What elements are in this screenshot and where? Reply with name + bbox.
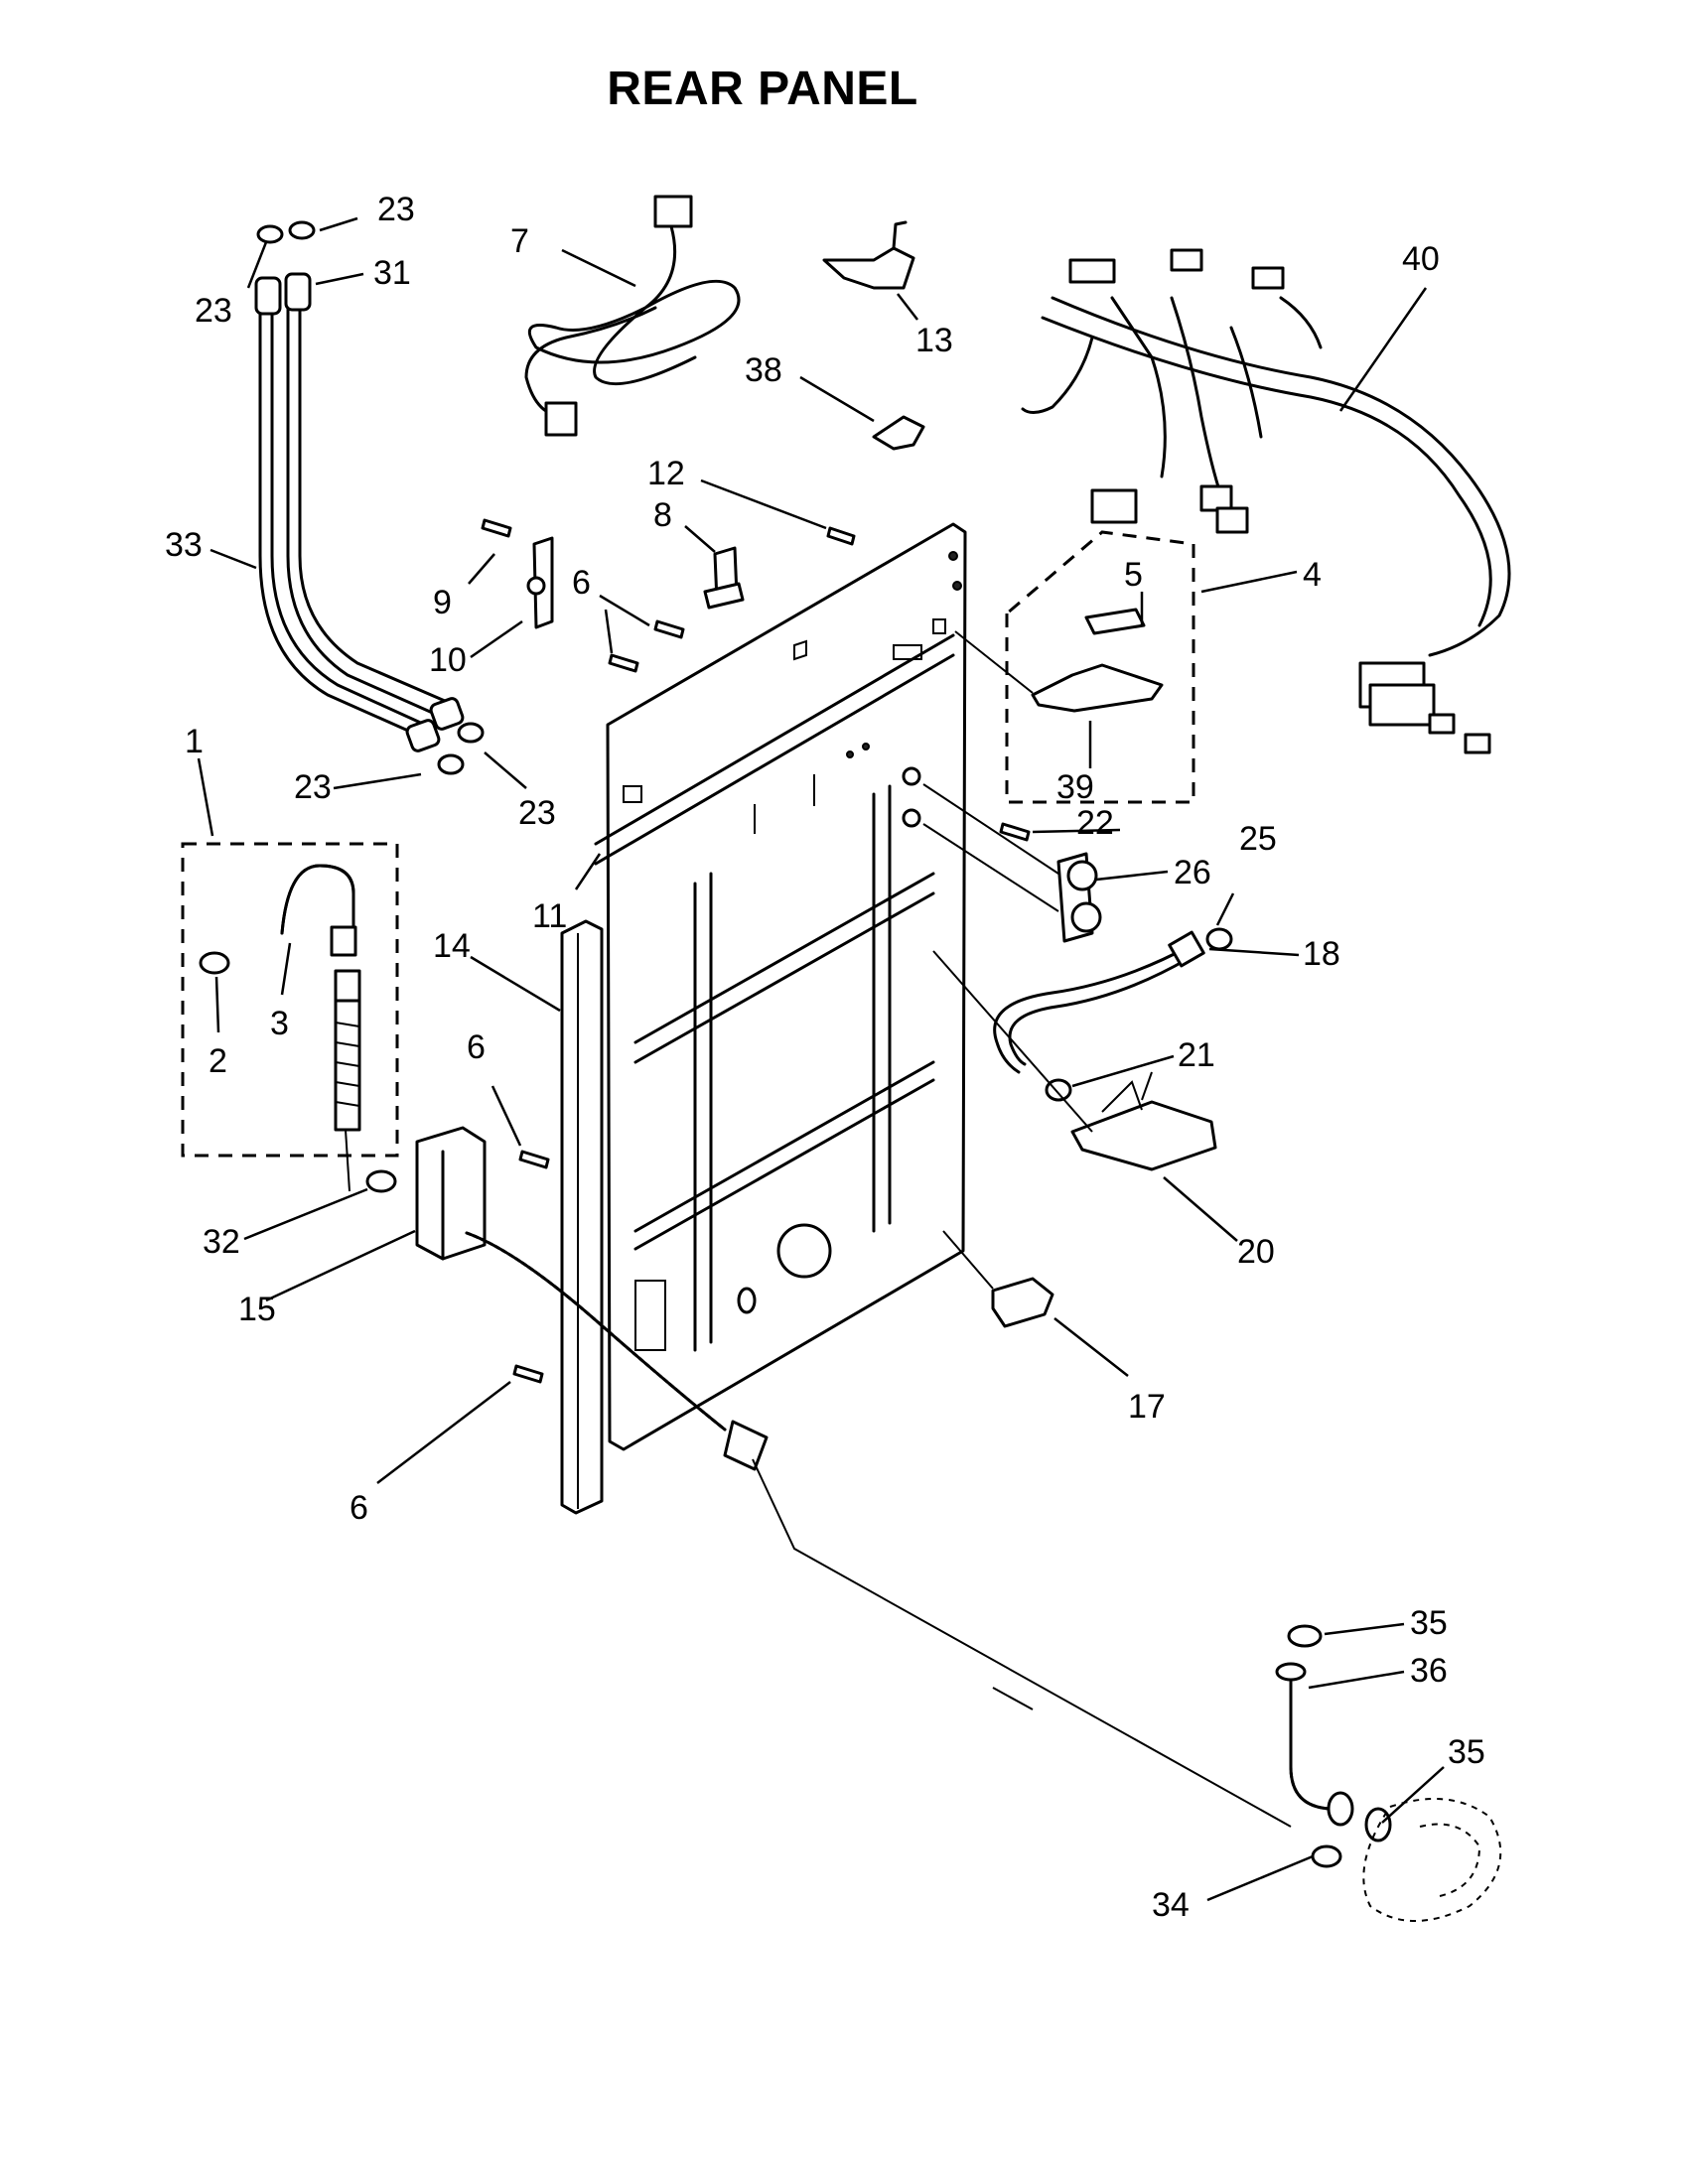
- callout-23-top-left: 23: [195, 292, 232, 330]
- side-strip: [560, 919, 604, 1515]
- callout-labels: 23 23 31 7 13 38 40 12 8 33 9 6 10 5 4 3…: [165, 191, 1485, 1924]
- water-valve: [922, 783, 1102, 943]
- callout-22: 22: [1076, 804, 1114, 842]
- callout-23-top-right: 23: [377, 191, 415, 228]
- callout-18: 18: [1303, 935, 1340, 973]
- callout-11: 11: [532, 897, 567, 935]
- callout-21: 21: [1178, 1036, 1215, 1074]
- wire-harness: [1021, 248, 1511, 754]
- fill-hose: [993, 927, 1233, 1102]
- leader-lines: [197, 216, 1445, 1902]
- callout-6-upper: 6: [572, 564, 591, 602]
- callout-7: 7: [510, 222, 529, 260]
- diagram-title: REAR PANEL: [607, 63, 918, 115]
- callout-23-middle-left: 23: [294, 768, 332, 806]
- callout-3: 3: [270, 1005, 289, 1042]
- screws: [481, 518, 1031, 1384]
- callout-15: 15: [238, 1291, 276, 1328]
- callout-6-lower: 6: [350, 1489, 368, 1527]
- callout-32: 32: [203, 1223, 240, 1261]
- callout-26: 26: [1174, 854, 1211, 891]
- drain-hose: [415, 1126, 1292, 1828]
- inlet-hoses: [254, 220, 485, 775]
- callout-9: 9: [433, 584, 452, 621]
- callout-8: 8: [653, 496, 672, 534]
- callout-40: 40: [1402, 240, 1440, 278]
- callout-36: 36: [1410, 1652, 1448, 1690]
- callout-31: 31: [373, 254, 411, 292]
- callout-6-middle: 6: [467, 1028, 486, 1066]
- callout-4: 4: [1303, 556, 1322, 594]
- wire-bracket: [822, 220, 915, 290]
- power-cord: [524, 195, 741, 437]
- standpipe: [1275, 1624, 1502, 1922]
- callout-13: 13: [915, 322, 953, 359]
- callout-17: 17: [1128, 1388, 1166, 1426]
- callout-1: 1: [185, 723, 204, 760]
- callout-2: 2: [209, 1042, 227, 1080]
- kit-4: [954, 530, 1195, 804]
- small-brackets: [526, 536, 745, 629]
- callout-20: 20: [1237, 1233, 1275, 1271]
- rear-panel: [594, 522, 967, 1451]
- callout-34: 34: [1152, 1886, 1190, 1924]
- callout-14: 14: [433, 927, 471, 965]
- clip: [872, 415, 925, 451]
- callout-23-middle-right: 23: [518, 794, 556, 832]
- callout-39: 39: [1056, 768, 1094, 806]
- callout-35-top: 35: [1410, 1604, 1448, 1642]
- callout-33: 33: [165, 526, 203, 564]
- dispenser: [932, 950, 1217, 1171]
- kit-1: [181, 842, 399, 1193]
- callout-25: 25: [1239, 820, 1277, 858]
- cover-plate: [942, 1230, 1054, 1328]
- callout-10: 10: [429, 641, 467, 679]
- callout-5: 5: [1124, 556, 1143, 594]
- callout-12: 12: [647, 455, 685, 492]
- callout-38: 38: [745, 351, 782, 389]
- callout-35-bottom: 35: [1448, 1733, 1485, 1771]
